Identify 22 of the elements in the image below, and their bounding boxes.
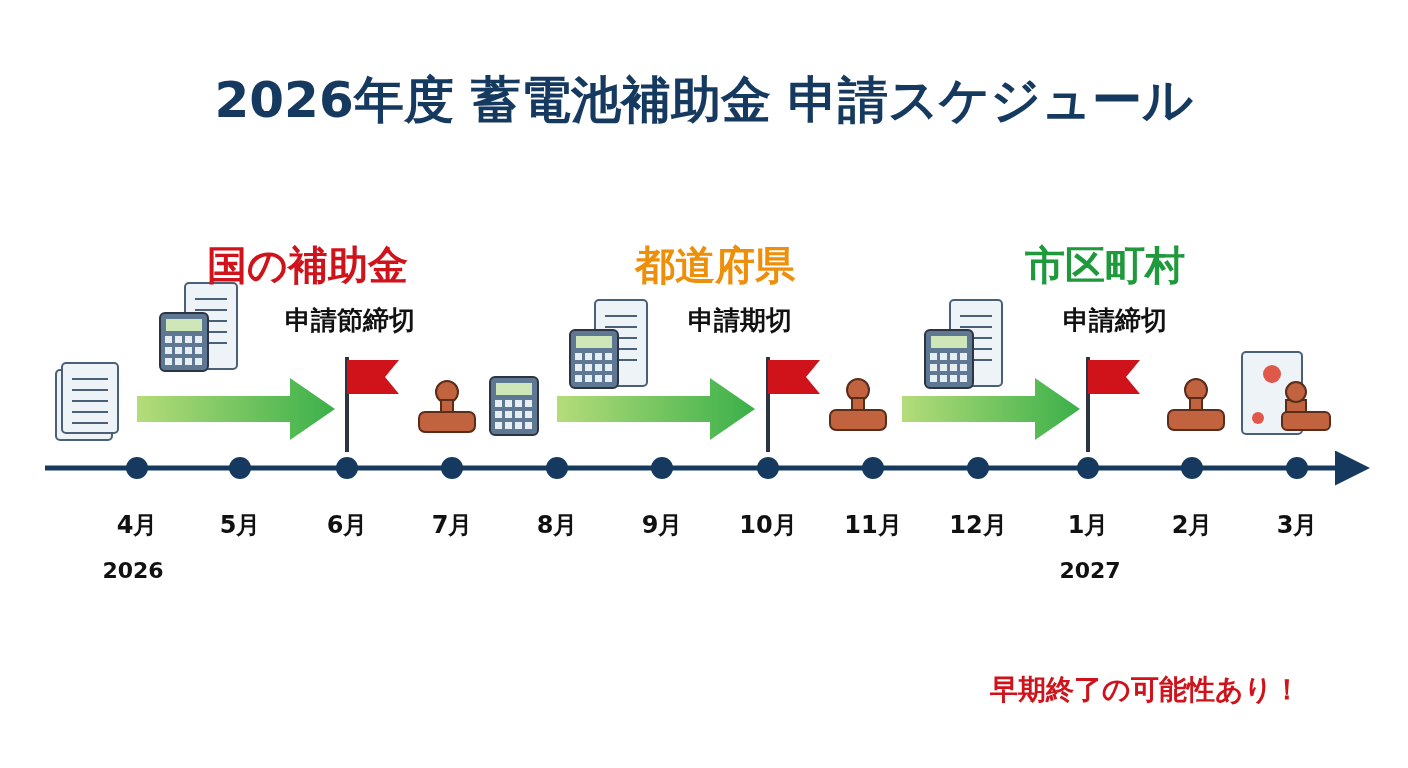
month-label: 3月 [1276, 510, 1318, 541]
month-label: 12月 [949, 510, 1007, 541]
deadline-label: 申請締切 [1063, 303, 1167, 337]
month-label: 5月 [219, 510, 261, 541]
month-label: 7月 [431, 510, 473, 541]
month-label: 9月 [641, 510, 683, 541]
month-label: 4月 [116, 510, 158, 541]
year-label: 2027 [1059, 557, 1121, 583]
title: 2026年度 蓄電池補助金 申請スケジュール [214, 69, 1194, 131]
month-label: 10月 [739, 510, 797, 541]
month-label: 11月 [844, 510, 902, 541]
month-label: 6月 [326, 510, 368, 541]
month-label: 2月 [1171, 510, 1213, 541]
year-label: 2026 [102, 557, 164, 583]
month-label: 8月 [536, 510, 578, 541]
month-label: 1月 [1067, 510, 1109, 541]
group-heading: 市区町村 [1025, 240, 1185, 290]
note: 早期終了の可能性あり！ [989, 672, 1301, 708]
deadline-label: 申請期切 [688, 303, 792, 337]
group-heading: 都道府県 [635, 240, 795, 290]
group-heading: 国の補助金 [206, 240, 408, 290]
deadline-label: 申請節締切 [285, 303, 415, 337]
